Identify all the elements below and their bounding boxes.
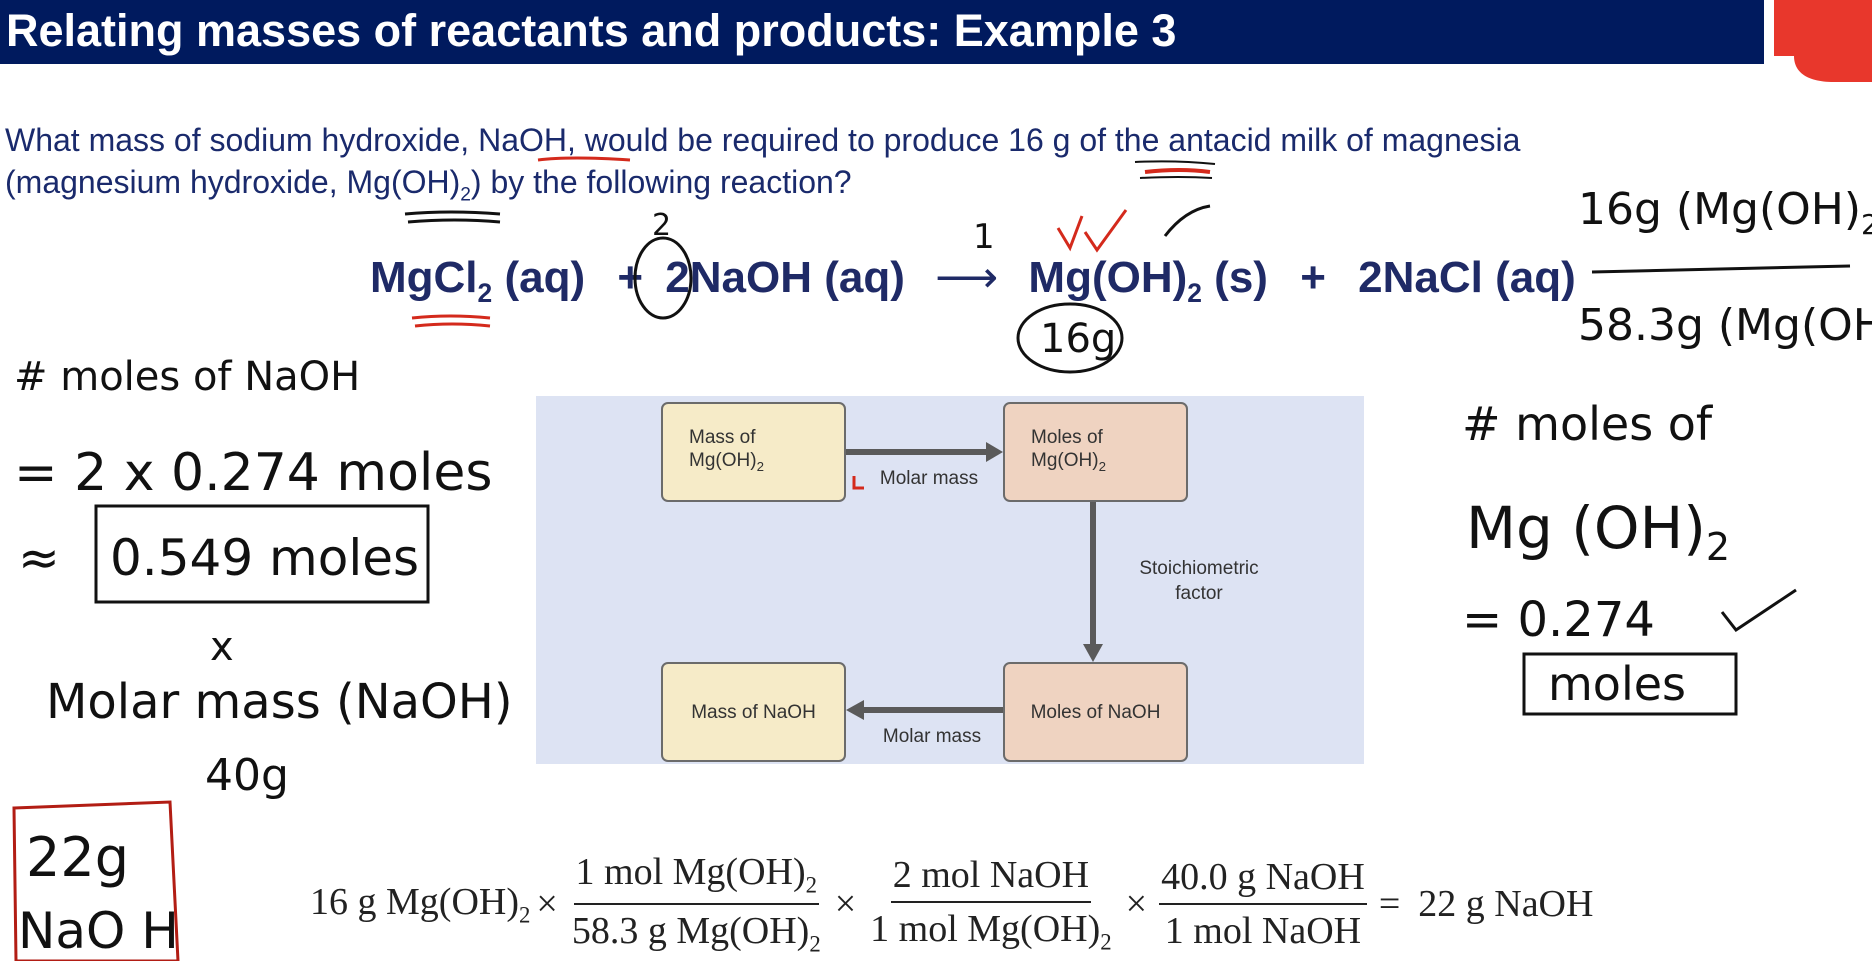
note-16g: 16g — [1040, 316, 1116, 362]
circle-16g-icon — [1016, 302, 1124, 374]
note-40g: 40g — [205, 750, 289, 801]
plus-sign: + — [1300, 253, 1326, 302]
note-moles-naoh-title: # moles of NaOH — [14, 354, 360, 400]
arrow-down-head-icon — [1083, 644, 1103, 662]
arrow-right-head-icon — [986, 442, 1003, 462]
reactant-naoh: 2NaOH (aq) — [665, 253, 905, 302]
brand-logo-icon — [1774, 0, 1872, 82]
moles-mgoh2-box: Moles of Mg(OH)2 — [1003, 402, 1188, 502]
moles-naoh-box: Moles of NaOH — [1003, 662, 1188, 762]
note-times: x — [210, 624, 234, 670]
note-0274: = 0.274 — [1462, 592, 1655, 648]
conversion-flow-diagram: Mass of Mg(OH)2 Moles of Mg(OH)2 Mass of… — [536, 396, 1364, 764]
slide-title: Relating masses of reactants and product… — [6, 5, 1177, 56]
formula-start: 16 g Mg(OH)2 — [310, 880, 531, 928]
reactant-mgcl2: MgCl2 (aq) — [370, 253, 586, 308]
fraction-bar-icon — [1591, 264, 1851, 274]
red-tick-icon — [852, 476, 864, 490]
answer-22g: 22g — [26, 826, 129, 889]
note-mgoh2: Mg (OH)2 — [1466, 494, 1730, 569]
answer-naoh: NaO H — [18, 902, 179, 960]
underline-mgoh2-icon — [404, 210, 501, 216]
note-moles-mgoh2-title: # moles of — [1462, 397, 1714, 451]
question-line-1: What mass of sodium hydroxide, NaOH, wou… — [5, 122, 1521, 158]
calculation-formula: 16 g Mg(OH)2 × 1 mol Mg(OH)2 58.3 g Mg(O… — [310, 851, 1594, 957]
note-moles-naoh-step1: = 2 x 0.274 moles — [14, 443, 492, 503]
stoichiometric-factor-label: Stoichiometric factor — [1139, 558, 1259, 604]
title-bar: Relating masses of reactants and product… — [0, 0, 1764, 64]
note-moles-boxed: moles — [1548, 657, 1686, 711]
product-nacl: 2NaCl (aq) — [1358, 253, 1576, 302]
bottom-arrow-label: Molar mass — [882, 726, 982, 747]
question-line-2: (magnesium hydroxide, Mg(OH)2) by the fo… — [5, 164, 852, 206]
mass-naoh-box: Mass of NaOH — [661, 662, 846, 762]
check-marks-icon — [1056, 209, 1128, 253]
note-16g-mgoh2: 16g (Mg(OH)2) — [1578, 184, 1872, 241]
arrow-left-head-icon — [846, 700, 864, 720]
underline-16g-icon — [1144, 168, 1211, 174]
note-moles-naoh-result: 0.549 moles — [110, 529, 419, 587]
note-coefficient-2: 2 — [652, 208, 671, 243]
mass-mgoh2-box: Mass of Mg(OH)2 — [661, 402, 846, 502]
note-molar-mass-naoh: Molar mass (NaOH) — [46, 674, 513, 730]
box-0549-icon — [94, 504, 430, 604]
diagram-arrows — [846, 442, 1103, 720]
check-mark-icon — [1720, 588, 1797, 633]
note-approx-sign: ≈ — [18, 529, 60, 587]
reaction-arrow-icon: ⟶ — [935, 253, 999, 302]
plus-sign: + — [617, 253, 644, 302]
fraction-molar-mass: 1 mol Mg(OH)2 58.3 g Mg(OH)2 — [571, 851, 821, 957]
balanced-equation: MgCl2 (aq) + 2NaOH (aq) ⟶ Mg(OH)2 (s) + … — [370, 252, 1576, 309]
fraction-stoichiometric: 2 mol NaOH 1 mol Mg(OH)2 — [870, 853, 1112, 955]
answer-box-icon — [12, 800, 180, 961]
underline-mgcl2-icon — [411, 314, 491, 320]
product-mgoh2: Mg(OH)2 (s) — [1028, 253, 1268, 308]
box-moles-icon — [1522, 652, 1738, 716]
fraction-naoh-molar-mass: 40.0 g NaOH 1 mol NaOH — [1159, 856, 1367, 952]
note-583g-mgoh2: 58.3g (Mg(OH) — [1578, 300, 1872, 351]
formula-result: 22 g NaOH — [1418, 883, 1594, 925]
note-coefficient-1: 1 — [973, 217, 995, 257]
top-arrow-label: Molar mass — [879, 468, 979, 489]
